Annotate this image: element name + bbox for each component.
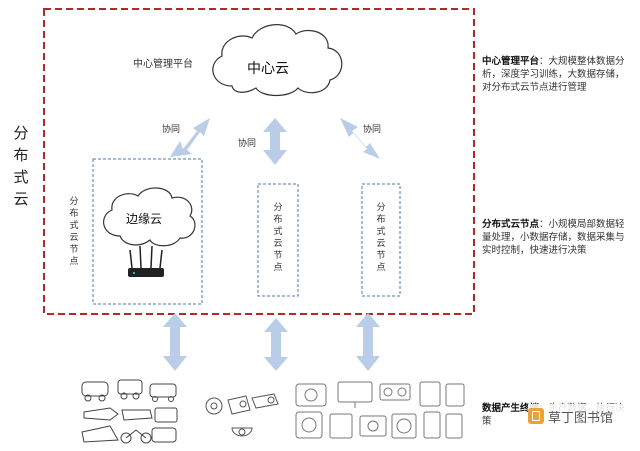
data-arrow-left [163,313,187,371]
collab-arrow-mid [263,118,287,165]
appliances-illustration [295,381,465,439]
center-platform-label: 中心管理平台 [133,59,193,70]
collab-label-mid: 协同 [238,139,257,149]
note-body: ：小规模局部数据轻量处理，小数据存储，数据采集与实时控制，快速进行决策 [482,219,625,256]
data-arrow-right [356,313,380,371]
collab-arrow-right [340,118,380,159]
edge-cloud-shape [103,187,196,247]
cameras-illustration [205,393,279,437]
data-arrow-mid [264,318,288,371]
collab-label-right: 协同 [363,125,382,135]
note-distributed-node: 分布式云节点：小规模局部数据轻量处理，小数据存储，数据采集与实时控制，快速进行决… [482,218,632,257]
note-body: ：大规模整体数据分析，深度学习训练，大数据存储，对分布式云节点进行管理 [482,56,625,93]
vehicles-illustration [81,379,178,444]
note-center-platform: 中心管理平台：大规模整体数据分析，深度学习训练，大数据存储，对分布式云节点进行管… [482,55,632,94]
collab-label-left: 协同 [162,125,181,135]
watermark-text: 草丁图书馆 [548,410,614,426]
edge-node-box [92,158,203,305]
node-label-right: 分布式云节点 [376,203,386,273]
router-icon [128,245,164,277]
note-title: 中心管理平台 [482,56,540,67]
note-title: 数据产生终端 [482,403,540,414]
center-cloud-shape [212,24,343,97]
book-icon [528,408,544,424]
node-label-left: 分布式云节点 [69,197,79,267]
node-box-mid [257,183,299,297]
distributed-cloud-title: 分布式云 [13,124,29,208]
watermark: 草丁图书馆 [528,404,638,428]
distributed-cloud-boundary [43,8,475,315]
center-cloud-label: 中心云 [247,61,289,77]
node-label-mid: 分布式云节点 [273,203,283,273]
note-title: 分布式云节点 [482,219,540,230]
collab-arrow-left [170,118,210,157]
edge-cloud-label: 边缘云 [126,212,163,226]
